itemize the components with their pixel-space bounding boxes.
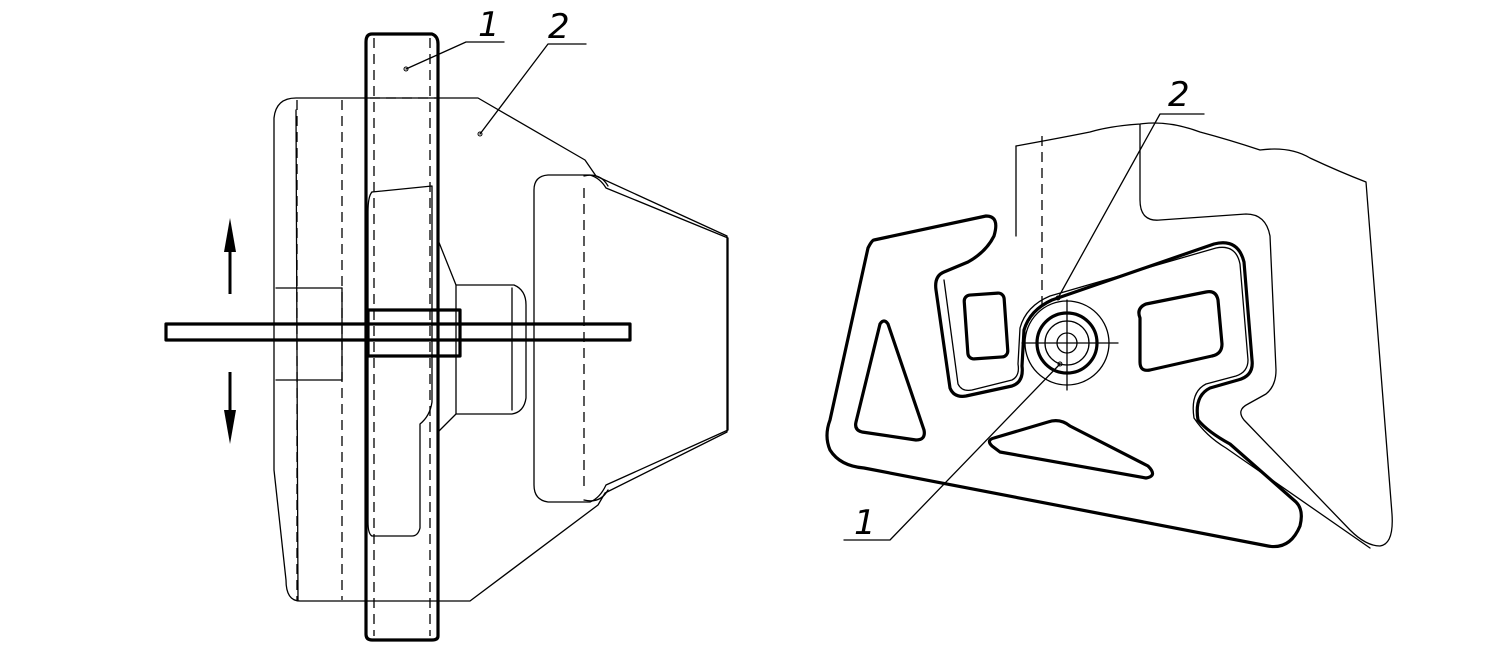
left-label-2: 2 <box>548 7 570 47</box>
left-leader-1-dot <box>403 66 409 72</box>
left-horizontal-strip <box>164 322 632 342</box>
right-window-small <box>962 291 1010 361</box>
left-leader-2 <box>479 43 587 135</box>
right-lever-inner-contour <box>943 246 1371 549</box>
right-view: 2 1 <box>825 75 1393 549</box>
down-arrow-icon <box>224 372 236 444</box>
right-leader-1 <box>843 363 1061 541</box>
left-front-lip-top <box>583 174 609 187</box>
right-label-2: 2 <box>1168 75 1190 115</box>
left-housing-ticks <box>275 287 343 381</box>
right-triangle-bottom <box>987 419 1155 480</box>
left-neck <box>437 239 527 433</box>
up-arrow-icon <box>224 218 236 294</box>
right-leader-2-dot <box>1055 295 1061 301</box>
left-front-lip-bottom <box>583 489 609 502</box>
right-window-large <box>1137 290 1224 372</box>
left-strip-clamp <box>366 308 462 358</box>
left-view: 1 2 <box>164 5 729 642</box>
right-pivot-centerlines <box>1021 299 1119 391</box>
right-triangle-left <box>854 319 926 442</box>
right-leader-1-dot <box>1057 361 1063 367</box>
left-leader-1 <box>405 41 505 70</box>
left-vertical-bar <box>364 32 440 642</box>
left-bar-inner-profile <box>371 185 433 537</box>
right-lever-body <box>825 214 1303 549</box>
left-housing-inner-line <box>295 109 299 601</box>
left-leader-2-dot <box>477 131 483 137</box>
left-bar-inner-edge <box>367 191 373 537</box>
left-front-block <box>533 174 729 503</box>
left-housing-outline <box>273 97 728 602</box>
right-housing-outline <box>1015 122 1393 547</box>
left-label-1: 1 <box>478 5 500 45</box>
right-label-1: 1 <box>854 503 876 543</box>
right-leader-2 <box>1057 113 1205 299</box>
